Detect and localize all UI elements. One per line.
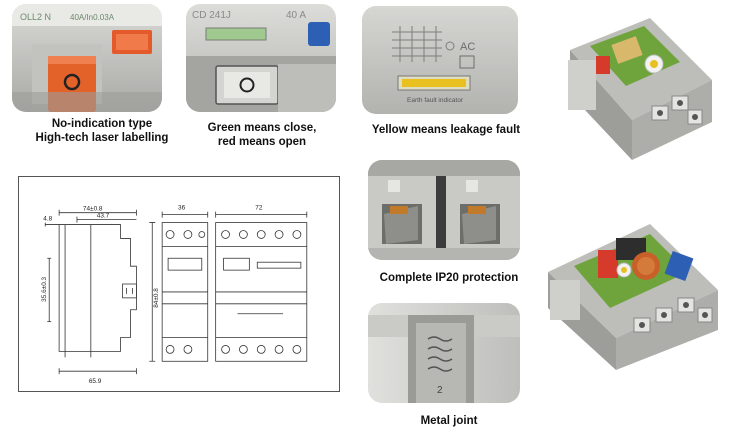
earth-fault-label: Earth fault indicator — [407, 97, 464, 104]
dim-height-rail: 35.6±0.3 — [41, 276, 48, 301]
device-model-middle: CD 241J — [192, 10, 231, 21]
photo-metal-joint: 2 — [368, 303, 520, 403]
knob-number: 2 — [437, 385, 443, 396]
dimension-drawing: 74±0.8 43.7 4.8 35.6±0.3 65.9 36 72 84±0… — [18, 176, 340, 392]
caption-no-indication: No-indication type High-tech laser label… — [32, 117, 172, 145]
off-ring-icon — [239, 77, 255, 93]
caption-green-close: Green means close, red means open — [192, 121, 332, 149]
breaker-internal-top-illustration — [540, 10, 722, 168]
photo-breaker-internal-bottom — [538, 210, 724, 374]
ip20-illustration — [368, 160, 520, 260]
device-rating-left: 40A/In0.03A — [70, 13, 115, 22]
circuit-symbol-icon — [392, 26, 455, 62]
caption-ip20: Complete IP20 protection — [379, 272, 519, 284]
device-rating-middle: 40 A — [286, 10, 306, 21]
earth-fault-illustration: AC Earth fault indicator — [362, 6, 518, 114]
photo-ip20-terminals — [368, 160, 520, 260]
dim-body-depth: 43.7 — [97, 213, 110, 220]
dim-total-depth: 74±0.8 — [83, 206, 103, 213]
caption-metal-joint: Metal joint — [420, 415, 478, 427]
dim-height-total: 84±0.8 — [153, 288, 160, 308]
dim-base-depth: 65.9 — [89, 378, 102, 385]
dim-width-4p: 72 — [255, 205, 263, 212]
orange-handle-illustration: OLL2 N 40A/In0.03A — [12, 4, 162, 112]
photo-earth-fault-indicator: AC Earth fault indicator — [362, 6, 518, 114]
caption-green-close-line2: red means open — [217, 136, 307, 148]
breaker-internal-bottom-illustration — [538, 210, 724, 374]
dim-front-offset: 4.8 — [43, 216, 52, 223]
caption-green-close-line1: Green means close, — [207, 122, 317, 134]
caption-yellow-leakage: Yellow means leakage fault — [371, 124, 521, 136]
metal-joint-illustration: 2 — [368, 303, 520, 403]
dim-width-2p: 36 — [178, 205, 186, 212]
off-ring-icon — [63, 73, 81, 91]
caption-no-indication-line2: High-tech laser labelling — [35, 132, 169, 144]
photo-blue-button: CD 241J 40 A — [186, 4, 336, 112]
device-label-left: OLL2 N — [20, 12, 51, 22]
ac-mark: AC — [460, 41, 475, 53]
photo-breaker-internal-top — [540, 10, 722, 168]
dimension-drawing-svg: 74±0.8 43.7 4.8 35.6±0.3 65.9 36 72 84±0… — [41, 205, 308, 385]
blue-button-illustration: CD 241J 40 A — [186, 4, 336, 112]
spring-icon — [427, 336, 453, 372]
caption-no-indication-line1: No-indication type — [51, 118, 153, 130]
photo-orange-handle: OLL2 N 40A/In0.03A — [12, 4, 162, 112]
